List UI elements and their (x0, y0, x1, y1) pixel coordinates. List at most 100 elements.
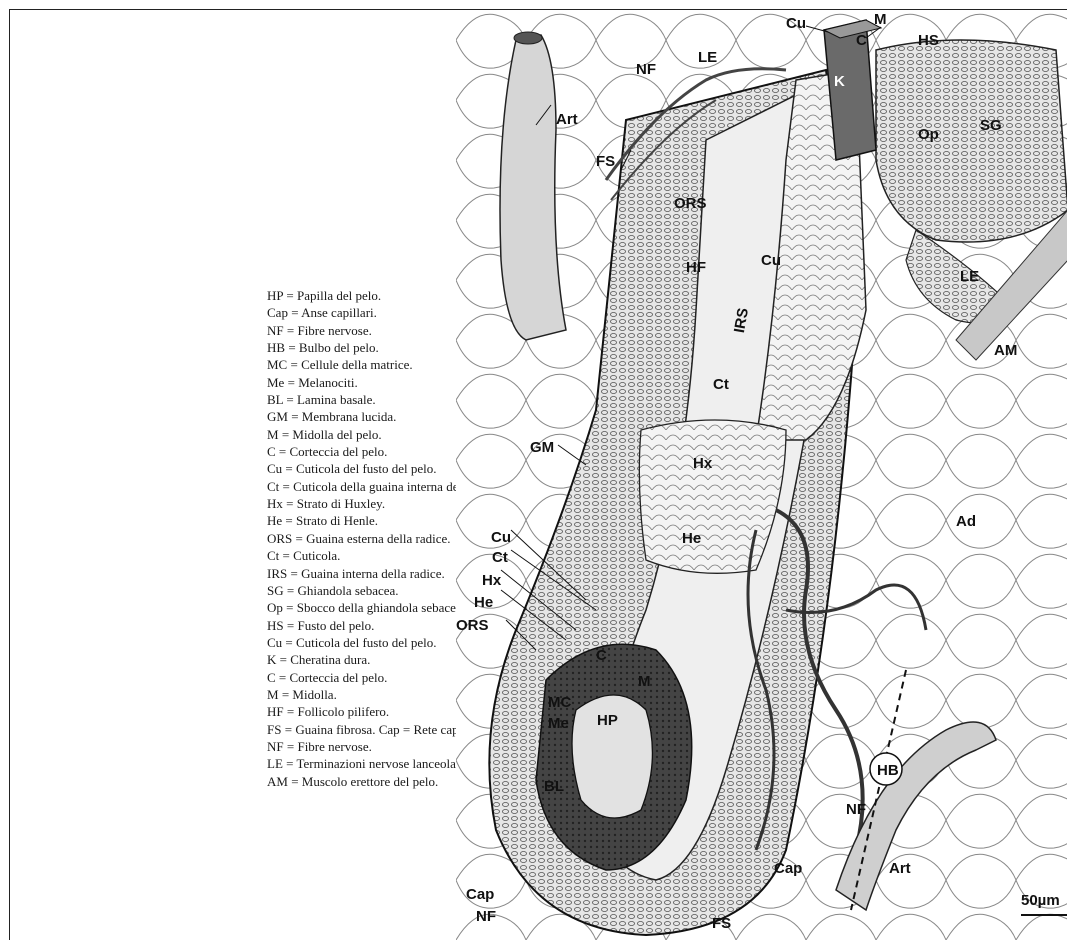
legend-item: Me = Melanociti. (267, 374, 467, 391)
legend-text: Cellule della matrice. (301, 357, 413, 372)
legend-equals: = (286, 288, 293, 303)
legend-item: Cu = Cuticola del fusto del pelo. (267, 460, 467, 477)
label-gm: GM (530, 439, 554, 456)
label-cu-mid: Cu (761, 252, 781, 269)
legend-equals: = (288, 375, 295, 390)
legend-item: BL = Lamina basale. (267, 391, 467, 408)
legend-item: IRS = Guaina interna della radice. (267, 565, 467, 582)
legend-text: Corteccia del pelo. (290, 444, 388, 459)
legend-code: Cu (267, 635, 282, 650)
label-nf-top: NF (636, 61, 656, 78)
legend-code: M (267, 687, 279, 702)
legend-equals: = (285, 722, 292, 737)
legend-text: Cuticola del fusto del pelo. (296, 635, 436, 650)
legend-code: HF (267, 704, 284, 719)
legend-code: Cap (267, 305, 288, 320)
label-cu-top: Cu (786, 15, 806, 32)
legend-text: Muscolo erettore del pelo. (302, 774, 438, 789)
legend-text: Midolla. (292, 687, 336, 702)
legend-item: Op = Sbocco della ghiandola sebacea. (267, 599, 467, 616)
legend-code: K (267, 652, 276, 667)
legend-text: Fibre nervose. (297, 323, 371, 338)
label-c-low: C (596, 647, 607, 664)
legend-item: C = Corteccia del pelo. (267, 669, 467, 686)
legend-text: Terminazioni nervose lanceolate. (297, 756, 469, 771)
legend-item: FS = Guaina fibrosa. Cap = Rete capillar… (267, 721, 467, 738)
legend-equals: = (282, 427, 289, 442)
legend-code: IRS (267, 566, 287, 581)
figure-frame: HP = Papilla del pelo.Cap = Anse capilla… (9, 9, 1067, 940)
legend-text: Strato di Huxley. (297, 496, 385, 511)
label-hx-mid: Hx (693, 455, 713, 472)
legend-code: GM (267, 409, 288, 424)
legend-equals: = (286, 756, 293, 771)
legend-equals: = (279, 444, 286, 459)
legend-item: Cap = Anse capillari. (267, 304, 467, 321)
legend-equals: = (290, 357, 297, 372)
legend: HP = Papilla del pelo.Cap = Anse capilla… (267, 287, 467, 790)
legend-equals: = (287, 583, 294, 598)
legend-code: AM (267, 774, 288, 789)
label-ct-left: Ct (492, 549, 508, 566)
legend-equals: = (283, 548, 290, 563)
legend-text: Strato di Henle. (296, 513, 378, 528)
label-m-low: M (638, 673, 651, 690)
legend-equals: = (280, 652, 287, 667)
legend-equals: = (282, 687, 289, 702)
legend-code: Me (267, 375, 284, 390)
legend-item: MC = Cellule della matrice. (267, 356, 467, 373)
legend-equals: = (291, 305, 298, 320)
legend-code: HS (267, 618, 284, 633)
legend-equals: = (286, 392, 293, 407)
legend-item: AM = Muscolo erettore del pelo. (267, 773, 467, 790)
legend-equals: = (287, 739, 294, 754)
legend-equals: = (287, 323, 294, 338)
legend-text: Membrana lucida. (302, 409, 397, 424)
legend-item: Ct = Cuticola della guaina interna della… (267, 478, 467, 495)
huxley-henle-layers (639, 420, 786, 573)
label-le-right: LE (960, 268, 979, 285)
label-mc: MC (548, 694, 571, 711)
legend-text: Papilla del pelo. (297, 288, 381, 303)
legend-text: Fibre nervose. (297, 739, 371, 754)
legend-equals: = (287, 704, 294, 719)
label-hf: HF (686, 259, 706, 276)
label-me: Me (548, 715, 569, 732)
legend-text: Bulbo del pelo. (299, 340, 379, 355)
legend-code: HP (267, 288, 283, 303)
legend-code: NF (267, 739, 284, 754)
legend-item: NF = Fibre nervose. (267, 322, 467, 339)
label-hx-left: Hx (482, 572, 502, 589)
legend-text: Fusto del pelo. (297, 618, 374, 633)
legend-item: Cu = Cuticola del fusto del pelo. (267, 634, 467, 651)
legend-text: Midolla del pelo. (292, 427, 381, 442)
legend-code: FS (267, 722, 281, 737)
legend-text: Guaina interna della radice. (301, 566, 445, 581)
label-sg: SG (980, 117, 1002, 134)
legend-item: ORS = Guaina esterna della radice. (267, 530, 467, 547)
label-hp: HP (597, 712, 618, 729)
legend-code: Ct (267, 479, 279, 494)
label-nf-right: NF (846, 801, 866, 818)
legend-text: Cuticola. (293, 548, 340, 563)
label-m-top: M (874, 11, 887, 28)
label-ors-mid: ORS (674, 195, 707, 212)
legend-code: Op (267, 600, 283, 615)
label-he-left: He (474, 594, 493, 611)
legend-code: C (267, 670, 276, 685)
legend-equals: = (285, 513, 292, 528)
label-hb: HB (877, 762, 899, 779)
legend-code: SG (267, 583, 284, 598)
legend-item: Hx = Strato di Huxley. (267, 495, 467, 512)
legend-text: Cuticola del fusto del pelo. (296, 461, 436, 476)
legend-text: Melanociti. (298, 375, 358, 390)
label-c-top: C (856, 32, 867, 49)
label-cap-bottom: Cap (466, 886, 494, 903)
legend-equals: = (296, 531, 303, 546)
legend-code: LE (267, 756, 283, 771)
artery-lumen (514, 32, 542, 44)
legend-item: C = Corteccia del pelo. (267, 443, 467, 460)
legend-item: Ct = Cuticola. (267, 547, 467, 564)
label-bl: BL (544, 778, 564, 795)
legend-equals: = (291, 774, 298, 789)
